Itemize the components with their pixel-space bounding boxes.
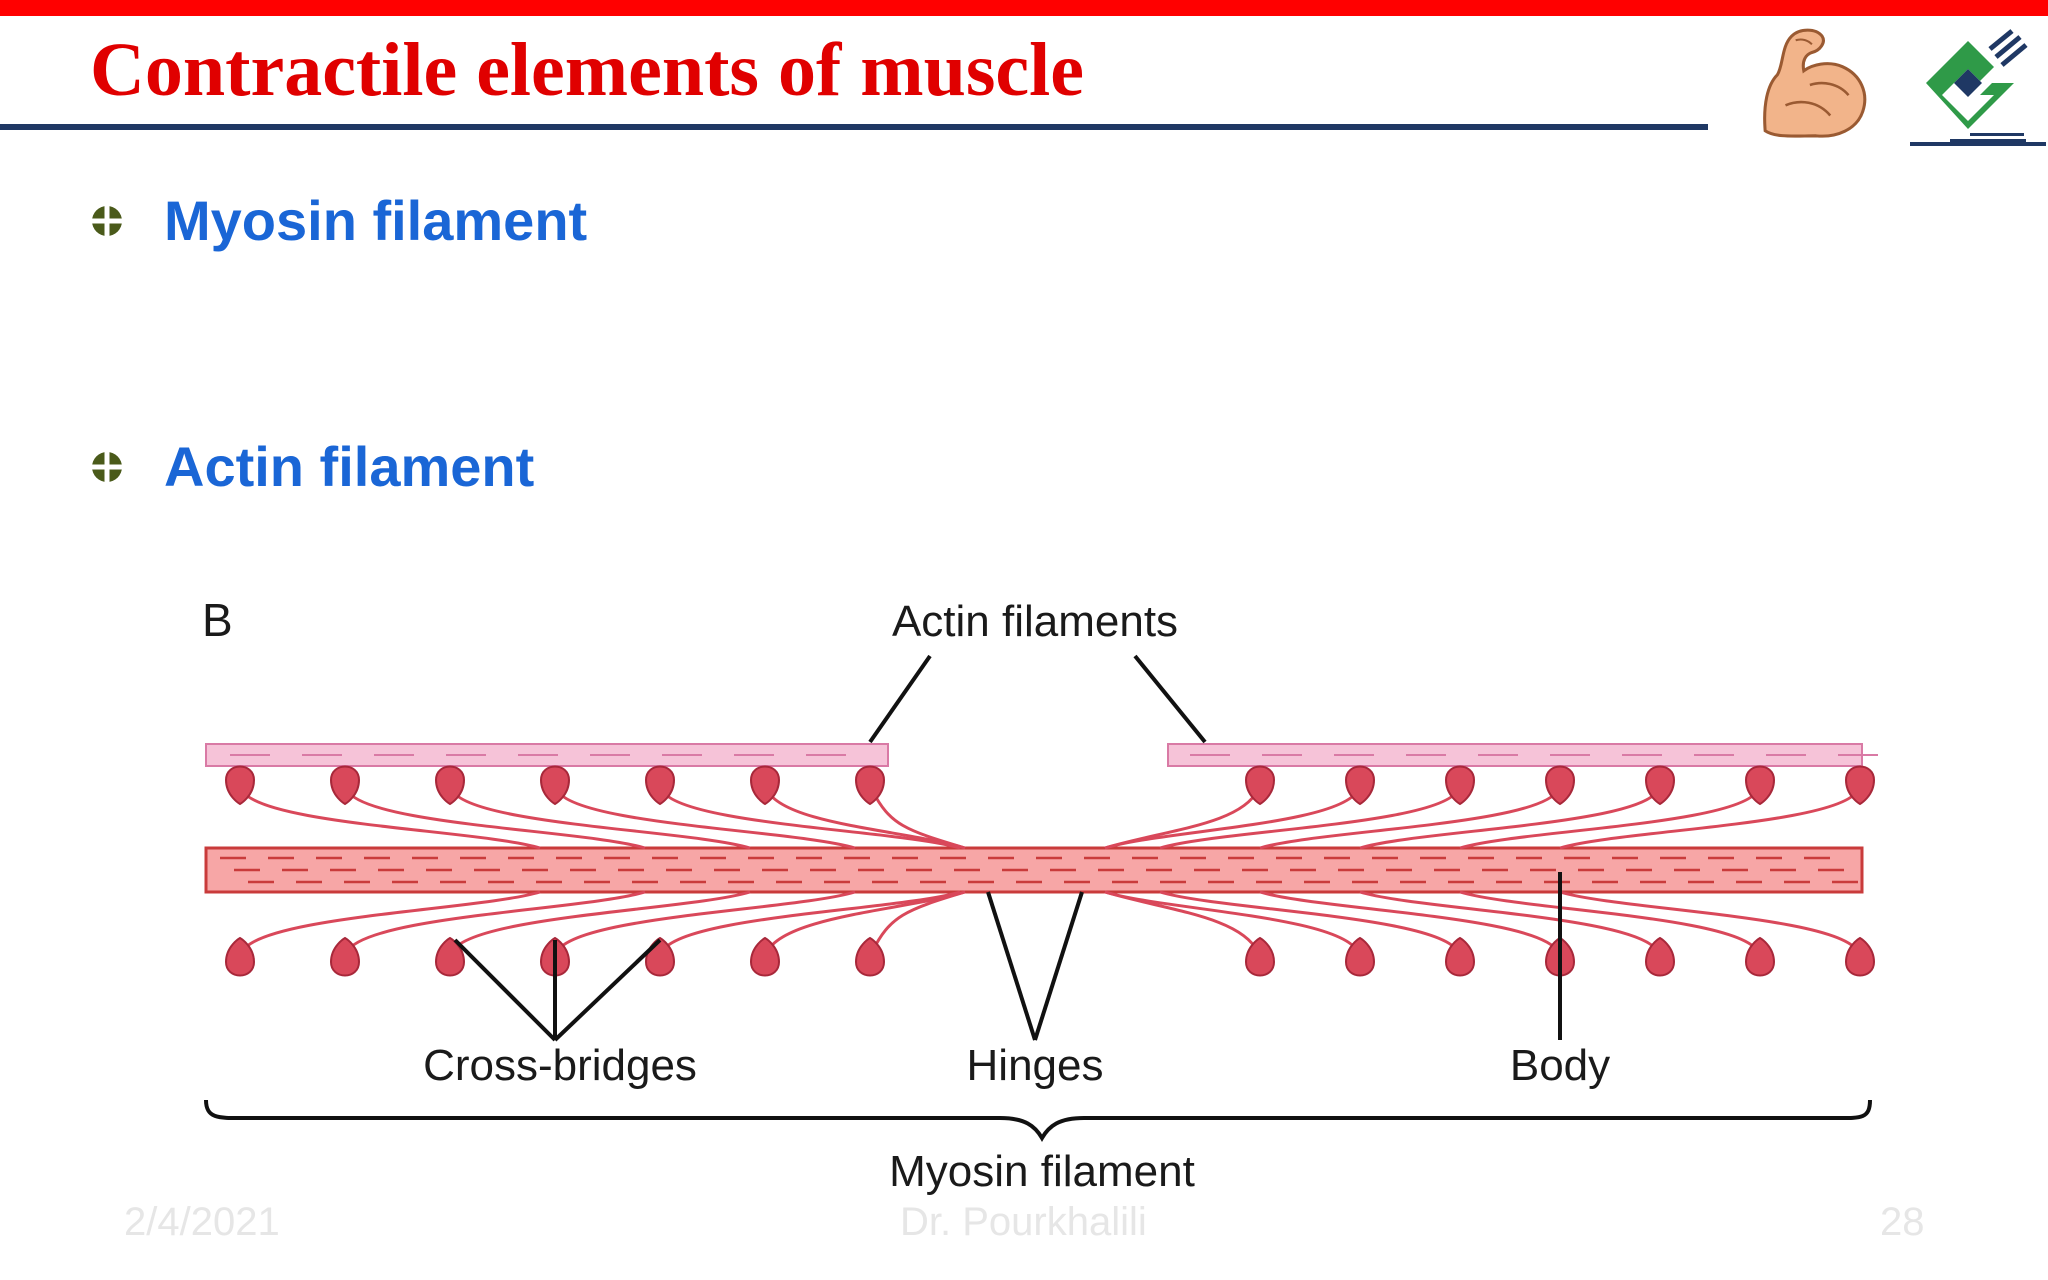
myosin-head [224, 936, 256, 977]
cross-bridge-arm [660, 789, 961, 850]
cross-circle-bullet-icon [92, 451, 122, 482]
cross-bridge-arm [1559, 890, 1860, 953]
figure-panel-letter: B [202, 594, 233, 646]
bullet-myosin: Myosin filament [90, 188, 587, 253]
myosin-head [1444, 936, 1476, 977]
slide-title: Contractile elements of muscle [90, 28, 1085, 112]
cross-bridge-arm [1104, 789, 1360, 850]
myosin-head [434, 765, 466, 806]
flexed-arm-icon [1763, 28, 1867, 138]
footer-author: Dr. Pourkhalili [900, 1200, 1147, 1244]
myosin-head [224, 765, 256, 806]
leader-actin-left [868, 654, 932, 744]
cross-bridge-arm [1359, 890, 1660, 953]
footer-page-number: 28 [1880, 1200, 1925, 1244]
leader-cross-bridge-1 [453, 938, 557, 1042]
cross-circle-bullet-icon [92, 205, 122, 236]
footer-date: 2/4/2021 [124, 1200, 280, 1244]
cross-bridge-arm [1104, 890, 1360, 953]
myosin-head [1644, 765, 1676, 806]
leader-actin-right [1133, 654, 1207, 744]
myosin-head [1644, 936, 1676, 977]
cross-bridge-arm [1104, 789, 1260, 850]
cross-bridge-arm [1259, 890, 1560, 953]
myosin-head [1844, 765, 1876, 806]
cross-bridge-arm [1459, 789, 1760, 850]
leader-hinge-right [1033, 891, 1084, 1041]
bullet-text-actin: Actin filament [164, 435, 535, 498]
myosin-head [539, 765, 571, 806]
myosin-head [644, 765, 676, 806]
cross-bridge-arm [1259, 789, 1560, 850]
myosin-head [854, 936, 886, 977]
myosin-head [1744, 765, 1776, 806]
label-actin-filaments: Actin filaments [892, 597, 1178, 646]
cross-bridge-arm [1359, 789, 1660, 850]
leader-cross-bridge-3 [553, 938, 662, 1042]
myosin-head [1244, 765, 1276, 806]
myosin-head [1344, 765, 1376, 806]
myosin-head [329, 765, 361, 806]
leader-hinge-left [986, 891, 1037, 1041]
myosin-head [854, 765, 886, 806]
myosin-head [1744, 936, 1776, 977]
myosin-head [1544, 765, 1576, 806]
label-myosin-filament: Myosin filament [889, 1147, 1195, 1196]
label-cross-bridges: Cross-bridges [423, 1041, 697, 1090]
myosin-head [1244, 936, 1276, 977]
cross-bridge-arm [660, 890, 961, 953]
bullet-actin: Actin filament [90, 434, 534, 499]
myosin-head [1444, 765, 1476, 806]
cross-bridge-arm [345, 789, 646, 850]
cross-bridge-arm [1559, 789, 1860, 850]
myosin-head [749, 765, 781, 806]
myosin-head [1344, 936, 1376, 977]
myosin-filament-body [204, 846, 1864, 894]
emblem-underline [1910, 142, 2046, 146]
cross-bridge-arm [345, 890, 646, 953]
cross-bridge-arm [870, 890, 966, 953]
cross-bridge-arm [450, 789, 751, 850]
cross-bridge-arm [1104, 890, 1260, 953]
cross-bridge-arm [555, 890, 856, 953]
cross-bridge-arm [240, 890, 541, 953]
cross-bridge-arm [555, 789, 856, 850]
title-underline [0, 124, 1708, 130]
label-hinges: Hinges [967, 1041, 1104, 1090]
myosin-head [329, 936, 361, 977]
university-emblem-icon [1926, 29, 2028, 142]
myosin-head [1844, 936, 1876, 977]
myosin-actin-diagram: B Actin filaments Cross-bridges Hinges B… [202, 594, 1878, 1196]
myosin-head [749, 936, 781, 977]
top-accent-bar [0, 0, 2048, 16]
myosin-brace [204, 1099, 1872, 1142]
bullet-text-myosin: Myosin filament [164, 189, 588, 252]
cross-bridge-arm [1459, 890, 1760, 953]
cross-bridge-arm [1159, 890, 1460, 953]
cross-bridge-arm [240, 789, 541, 850]
cross-bridge-arm [870, 789, 966, 850]
cross-bridge-arm [1159, 789, 1460, 850]
label-body: Body [1510, 1041, 1610, 1090]
cross-bridge-arm [450, 890, 751, 953]
